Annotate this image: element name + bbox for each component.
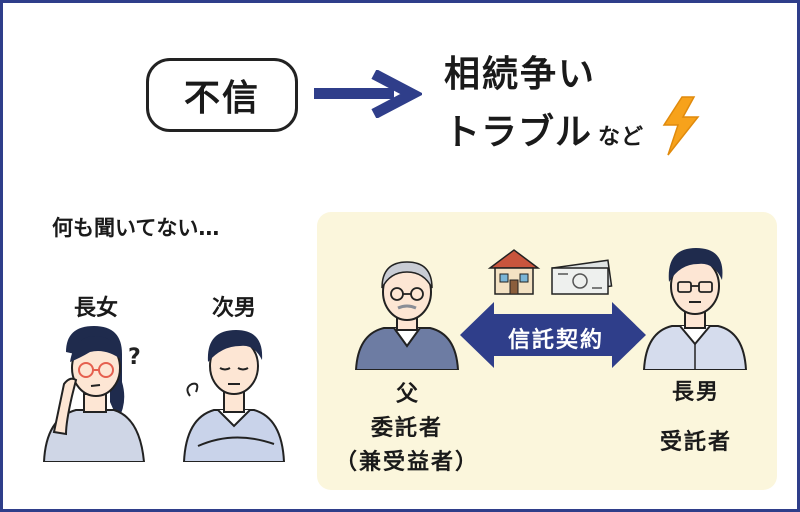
lightning-bolt-icon: [662, 96, 700, 156]
eldest-daughter-figure: ?: [42, 326, 146, 462]
eldest-son-figure: [642, 248, 748, 370]
father-role-settlor: 委託者: [370, 416, 443, 441]
distrust-box: 不信: [146, 58, 298, 132]
contract-label: 信託契約: [507, 328, 604, 353]
eldest-son-role-trustee: 受託者: [659, 430, 732, 455]
contract-double-arrow-icon: [460, 302, 646, 368]
right-arrow-icon: [314, 70, 422, 118]
eldest-daughter-label: 長女: [73, 296, 118, 321]
result-line-2: トラブルなど: [444, 104, 644, 167]
heard-nothing-text: 何も聞いてない…: [52, 216, 220, 240]
father-label: 父: [395, 382, 418, 407]
svg-text:?: ?: [128, 345, 141, 370]
second-son-figure: [182, 330, 286, 462]
father-figure: [354, 261, 460, 370]
banknotes-icon: [551, 259, 613, 295]
distrust-label: 不信: [183, 78, 260, 119]
second-son-label: 次男: [211, 296, 256, 321]
result-suffix: など: [598, 125, 645, 150]
result-line-1: 相続争い: [444, 54, 597, 95]
father-role-beneficiary: （兼受益者）: [334, 450, 479, 475]
house-icon: [487, 249, 541, 295]
result-line-2-text: トラブル: [444, 112, 593, 153]
dispute-result: 相続争い トラブルなど: [444, 46, 644, 167]
eldest-son-label: 長男: [671, 380, 720, 405]
